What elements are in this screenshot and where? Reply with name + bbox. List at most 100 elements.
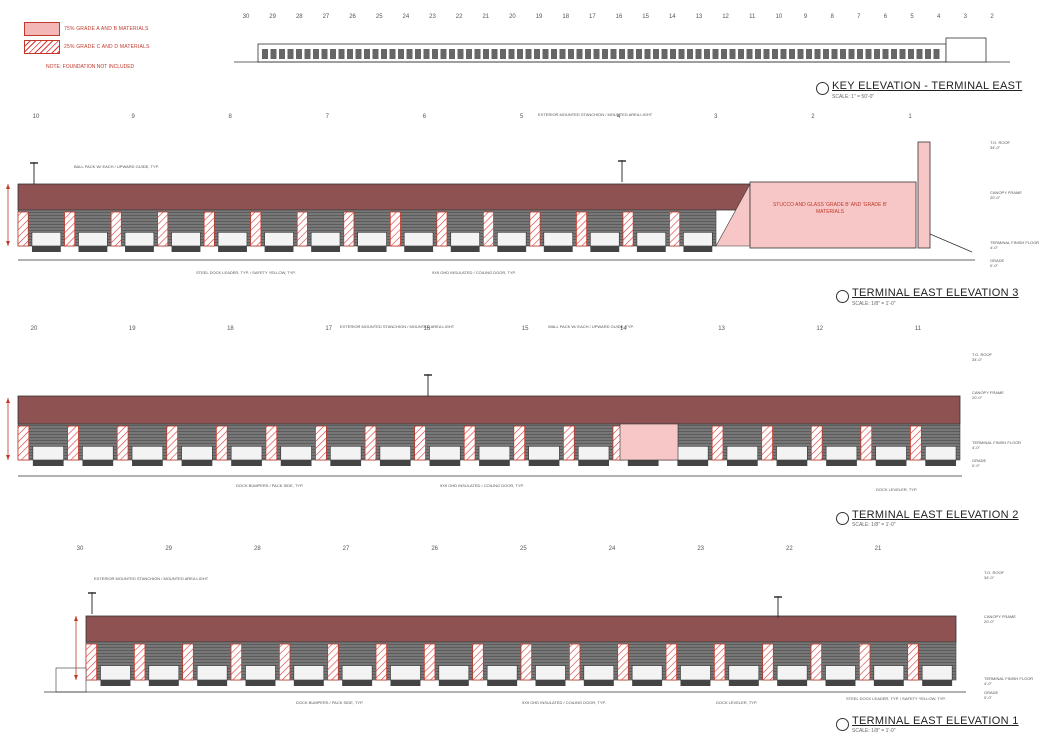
- grid-line-label: 27: [322, 14, 330, 20]
- dock-door: [776, 665, 808, 681]
- grid-line-label: 22: [785, 546, 793, 552]
- dock-door: [280, 446, 312, 461]
- elevation3-office-block: [749, 181, 917, 249]
- key-bay: [415, 49, 421, 59]
- grid-line-label: 9: [803, 14, 808, 20]
- dock-leveler: [683, 246, 713, 252]
- grid-line-label: 6: [883, 14, 888, 20]
- dock-door: [631, 665, 663, 681]
- grid-line-label: 26: [349, 14, 356, 20]
- elevation2-marker: [836, 512, 849, 525]
- grade-cd-pilaster: [910, 425, 922, 461]
- dock-door: [583, 665, 615, 681]
- grid-line-label: 10: [775, 14, 783, 20]
- dock-door: [636, 232, 667, 247]
- dimension-arrow: [74, 675, 78, 680]
- grade-cd-pilaster: [568, 643, 581, 681]
- dock-door: [78, 232, 108, 247]
- level-marker-line: 4'-0": [972, 445, 980, 450]
- dock-door: [825, 665, 856, 681]
- dock-leveler: [429, 460, 461, 466]
- grade-cd-pilaster: [562, 425, 575, 461]
- dock-door: [148, 665, 180, 681]
- dock-door: [875, 446, 907, 461]
- grade-cd-pilaster: [482, 211, 494, 247]
- grade-cd-pilaster: [436, 211, 448, 247]
- dock-door: [677, 446, 709, 461]
- key-bay: [780, 49, 787, 59]
- key-bay: [559, 49, 566, 59]
- key-bay: [721, 49, 727, 59]
- grade-cd-pilaster: [472, 643, 484, 681]
- dock-leveler: [311, 246, 341, 252]
- dock-leveler: [677, 460, 709, 466]
- key-bay: [576, 49, 583, 59]
- dock-door: [245, 665, 276, 681]
- dock-door: [196, 665, 228, 681]
- dock-door: [450, 232, 480, 247]
- grid-line-label: 18: [562, 14, 570, 20]
- grid-line-label: 21: [482, 14, 490, 20]
- grid-line-label: 16: [423, 326, 431, 332]
- dimension-arrow: [6, 455, 10, 460]
- dock-leveler: [825, 680, 856, 686]
- elevation2-note-stanchion: EXTERIOR MOUNTED STANCHION / MOUNTED ARE…: [340, 324, 455, 329]
- grid-line-label: 19: [535, 14, 543, 20]
- grade-cd-pilaster: [315, 425, 327, 461]
- grid-line-label: 24: [608, 546, 616, 552]
- key-bay: [279, 49, 285, 59]
- legend-swatch-grade-ab: [24, 22, 60, 36]
- dock-door: [82, 446, 114, 461]
- key-bay: [687, 49, 693, 59]
- dock-door: [32, 446, 64, 461]
- elevation2-scale: SCALE: 1/8" = 1'-0": [852, 522, 896, 528]
- dock-door: [486, 665, 518, 681]
- key-bay: [525, 49, 532, 59]
- elevation3-material-callout-text: STUCCO AND GLASS 'GRADE B' AND 'GRADE B'…: [772, 202, 888, 215]
- dock-leveler: [379, 460, 411, 466]
- elevation2-note-wallpack: WALL PACK W/ EACH / UPWARD GUIDE, TYP.: [548, 324, 634, 329]
- grade-cd-pilaster: [265, 425, 278, 461]
- key-bay: [262, 49, 268, 59]
- elevation2-note-door: 9X9 OHD INSULATED / COILING DOOR, TYP.: [440, 483, 524, 488]
- dock-leveler: [31, 246, 61, 252]
- key-bay: [500, 49, 506, 59]
- key-bay: [874, 49, 880, 59]
- key-bay: [296, 49, 302, 59]
- key-bay: [695, 49, 702, 59]
- grade-cd-pilaster: [711, 425, 724, 461]
- grade-cd-pilaster: [576, 211, 588, 247]
- grade-cd-pilaster: [230, 643, 243, 681]
- elevation1-stair: [55, 667, 87, 693]
- key-bay: [653, 49, 659, 59]
- key-bay: [899, 49, 906, 59]
- dock-door: [680, 665, 711, 681]
- dock-leveler: [438, 680, 469, 686]
- elevation1-marker: [836, 718, 849, 731]
- grade-cd-pilaster: [713, 643, 726, 681]
- grid-line-label: 18: [227, 326, 234, 332]
- grade-cd-pilaster: [278, 643, 291, 681]
- key-bay: [814, 49, 821, 59]
- grade-cd-pilaster: [529, 211, 541, 247]
- grid-line-label: 10: [32, 114, 40, 120]
- key-bay: [287, 49, 294, 59]
- elevation1-note-dock-leader: STEEL DOCK LEADER, TYP. / SAFETY YELLOW,…: [846, 696, 946, 701]
- dock-door: [217, 232, 248, 247]
- dock-leveler: [479, 460, 510, 466]
- dock-leveler: [450, 246, 480, 252]
- key-bay: [840, 49, 846, 59]
- grid-line-label: 3: [714, 114, 718, 120]
- dock-leveler: [390, 680, 421, 686]
- level-marker-line: CANOPY FRAME: [984, 614, 1016, 619]
- dock-leveler: [632, 680, 663, 686]
- dock-leveler: [826, 460, 857, 466]
- dock-door: [264, 232, 294, 247]
- dock-door: [543, 232, 573, 247]
